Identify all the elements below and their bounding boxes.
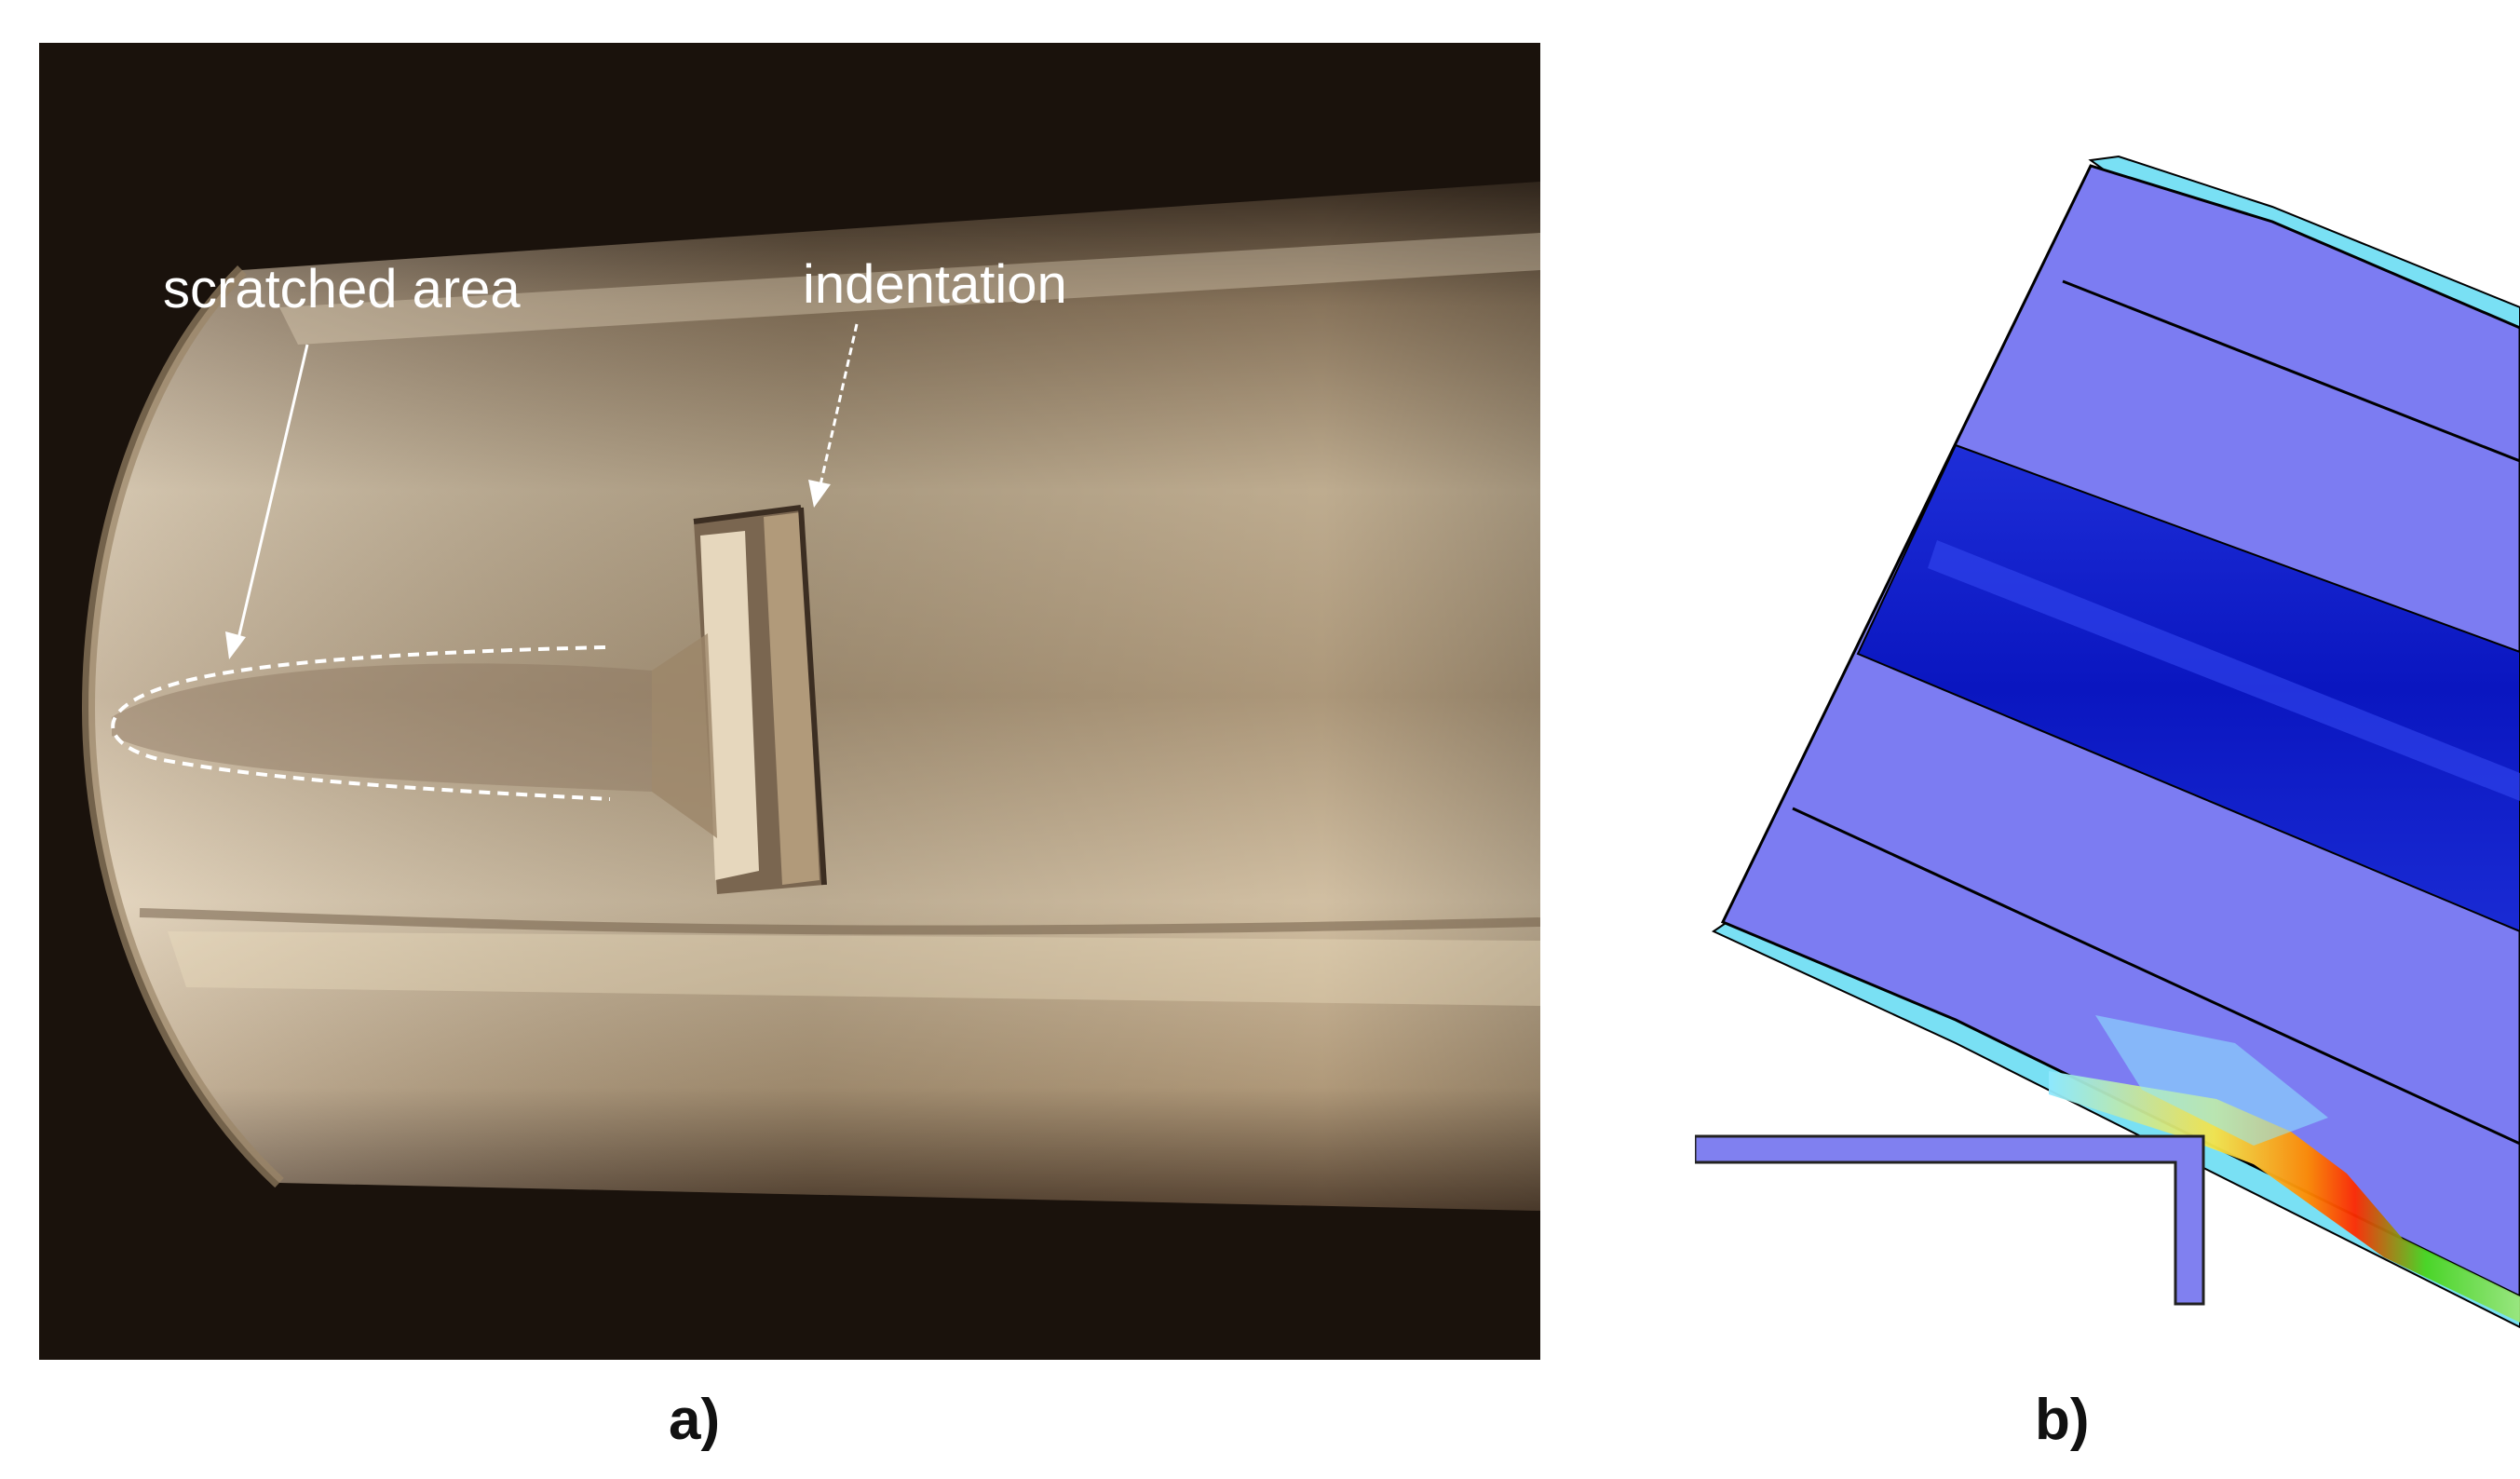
scratch-texture xyxy=(112,663,652,792)
photo-panel: scratched area indentation xyxy=(39,43,1540,1360)
fe-layer-line-1 xyxy=(2062,279,2520,463)
indentation-feature xyxy=(652,505,827,894)
highlight-streak-lower xyxy=(168,931,1540,1006)
fe-contact-glow xyxy=(2095,1015,2328,1146)
panel-a-label: a) xyxy=(669,1388,720,1452)
shadow-groove xyxy=(139,908,1540,935)
fe-layer-line-2 xyxy=(1792,807,2520,1146)
fe-contact-zone xyxy=(2049,1071,2520,1323)
fe-dark-band xyxy=(1856,443,2520,933)
indentation-arrow xyxy=(808,323,859,508)
scratched-area-outline xyxy=(111,645,611,801)
highlight-streak-upper xyxy=(279,233,1540,345)
scratched-area-label: scratched area xyxy=(163,259,521,319)
scratched-area-arrow xyxy=(225,344,309,659)
simulation-panel xyxy=(1695,155,2520,1329)
fe-band-highlight xyxy=(1928,540,2520,801)
fe-support-bracket xyxy=(1695,1134,2205,1306)
indentation-label: indentation xyxy=(803,254,1067,315)
cylinder-end-rim xyxy=(81,265,284,1188)
panel-b-label: b) xyxy=(2035,1388,2090,1452)
